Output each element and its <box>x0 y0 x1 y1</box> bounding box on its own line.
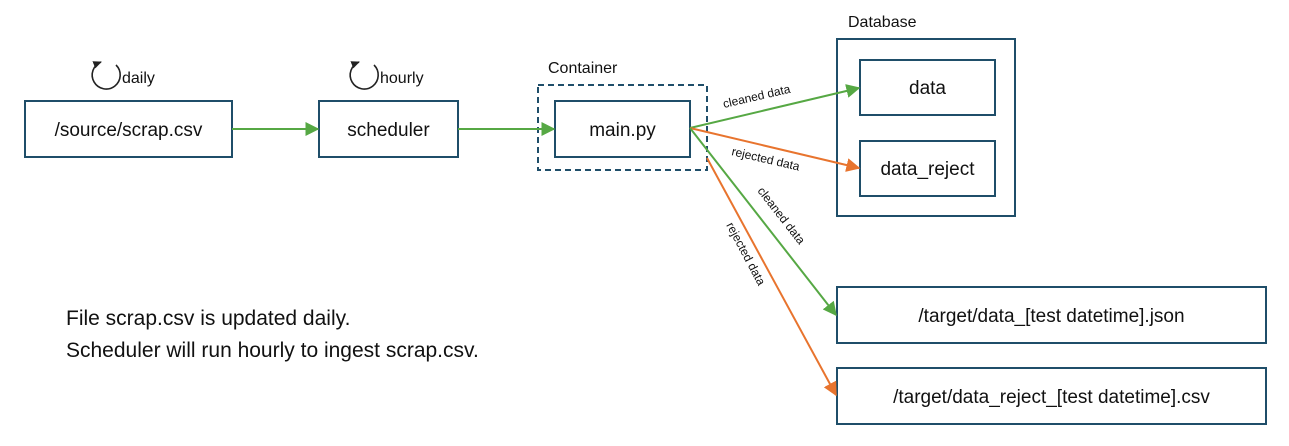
edge-label-rejected-db: rejected data <box>730 144 801 173</box>
node-db-data-label: data <box>909 78 946 99</box>
node-db-reject: data_reject <box>859 140 996 197</box>
note-line-2: Scheduler will run hourly to ingest scra… <box>66 339 479 362</box>
edge-main-to-db-data <box>689 84 861 129</box>
edge-main-to-db-reject <box>689 127 861 172</box>
node-scheduler-label: scheduler <box>347 120 430 141</box>
refresh-icon <box>349 61 379 90</box>
cycle-label-hourly: hourly <box>380 70 424 87</box>
container-group: Container <box>537 60 708 171</box>
note-line-1: File scrap.csv is updated daily. <box>66 307 350 330</box>
container-group-label: Container <box>548 60 618 77</box>
edge-main-to-target-csv <box>706 157 837 397</box>
database-group: Database <box>836 14 1016 217</box>
node-source-label: /source/scrap.csv <box>55 120 203 141</box>
cycle-label-daily: daily <box>122 70 155 87</box>
node-target-csv: /target/data_reject_[test datetime].csv <box>836 367 1267 425</box>
node-target-json: /target/data_[test datetime].json <box>836 286 1267 344</box>
edge-main-to-target-json <box>689 127 837 317</box>
node-target-csv-label: /target/data_reject_[test datetime].csv <box>893 387 1210 408</box>
edge-label-cleaned-file: cleaned data <box>755 184 809 247</box>
node-main-label: main.py <box>589 120 656 141</box>
node-db-data: data <box>859 59 996 116</box>
node-target-json-label: /target/data_[test datetime].json <box>918 306 1184 327</box>
node-main: main.py <box>554 100 691 158</box>
node-source: /source/scrap.csv <box>24 100 233 158</box>
refresh-icon <box>91 61 121 90</box>
node-scheduler: scheduler <box>318 100 459 158</box>
node-db-reject-label: data_reject <box>880 159 975 180</box>
database-group-label: Database <box>848 14 917 31</box>
